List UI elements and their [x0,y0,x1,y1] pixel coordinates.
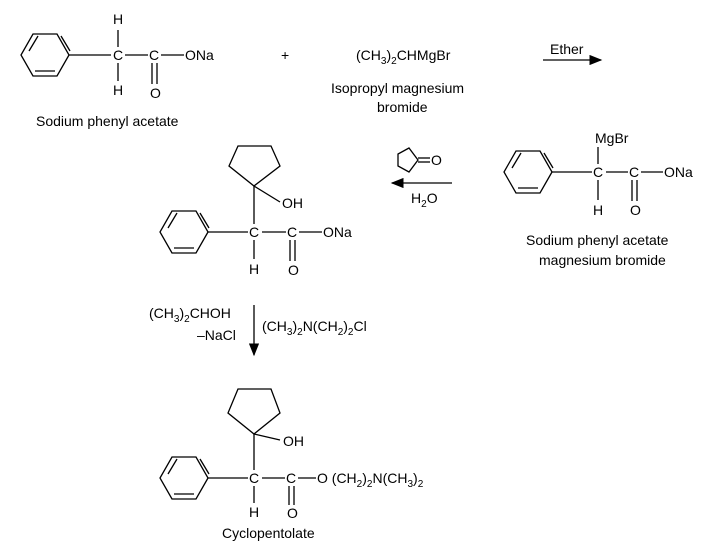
ona-group: ONa [323,224,352,240]
carbonyl-oxygen: O [288,262,299,278]
cyclopentane-ring [228,145,281,187]
alpha-carbon: C [249,224,259,240]
reagent-formula: (CH3)2CHMgBr [356,47,451,67]
label-mg-salt-line1: Sodium phenyl acetate [526,232,669,248]
benzene-ring [159,456,209,500]
cyclopentane-ring [227,388,281,435]
label-cyclopentolate: Cyclopentolate [222,525,315,541]
label-mg-salt-line2: magnesium bromide [539,252,666,268]
hydrogen-bottom: H [113,82,123,98]
hydrogen-bottom: H [593,202,603,218]
alpha-carbon: C [113,47,123,63]
label-sodium-phenyl-acetate: Sodium phenyl acetate [36,113,179,129]
cyclopentolate-structure: OH C H C O O (CH2)2N(CH3)2 [159,388,424,521]
hydrogen-bottom: H [249,261,259,277]
carbonyl-oxygen: O [287,505,298,521]
magnesium-salt-structure: C MgBr H C O ONa [503,130,693,218]
cyclopentanone-structure: O [397,147,442,173]
nacl-byproduct: –NaCl [197,327,236,343]
arrow1-label: Ether [550,41,584,57]
reagent-name-line2: bromide [377,99,428,115]
carbonyl-oxygen: O [630,202,641,218]
sodium-phenyl-acetate-structure: C H H C O ONa [20,11,214,101]
alpha-carbon: C [249,470,259,486]
ona-group: ONa [664,164,693,180]
benzene-ring [503,150,553,194]
mgbr-group: MgBr [595,130,629,146]
hydroxyl-group: OH [283,433,304,449]
ona-group: ONa [185,47,214,63]
carbonyl-carbon: C [286,470,296,486]
amine-reagent: (CH3)2N(CH2)2Cl [262,318,367,338]
reagent-name-line1: Isopropyl magnesium [331,80,464,96]
carbonyl-carbon: C [149,47,159,63]
hydrogen-bottom: H [249,504,259,520]
alcohol-reagent: (CH3)2CHOH [149,305,231,325]
alpha-carbon: C [593,164,603,180]
ester-chain: O (CH2)2N(CH3)2 [317,470,424,490]
carbonyl-oxygen: O [150,85,161,101]
hydroxy-intermediate-structure: OH C H C O ONa [159,145,352,278]
benzene-ring [159,210,209,254]
ketone-oxygen: O [431,152,442,168]
plus-sign: + [281,47,289,63]
carbonyl-carbon: C [287,224,297,240]
carbonyl-carbon: C [629,164,639,180]
hydrogen-top: H [113,11,123,27]
benzene-ring [20,33,70,77]
water-reagent: H2O [411,190,438,210]
hydroxyl-group: OH [282,195,303,211]
